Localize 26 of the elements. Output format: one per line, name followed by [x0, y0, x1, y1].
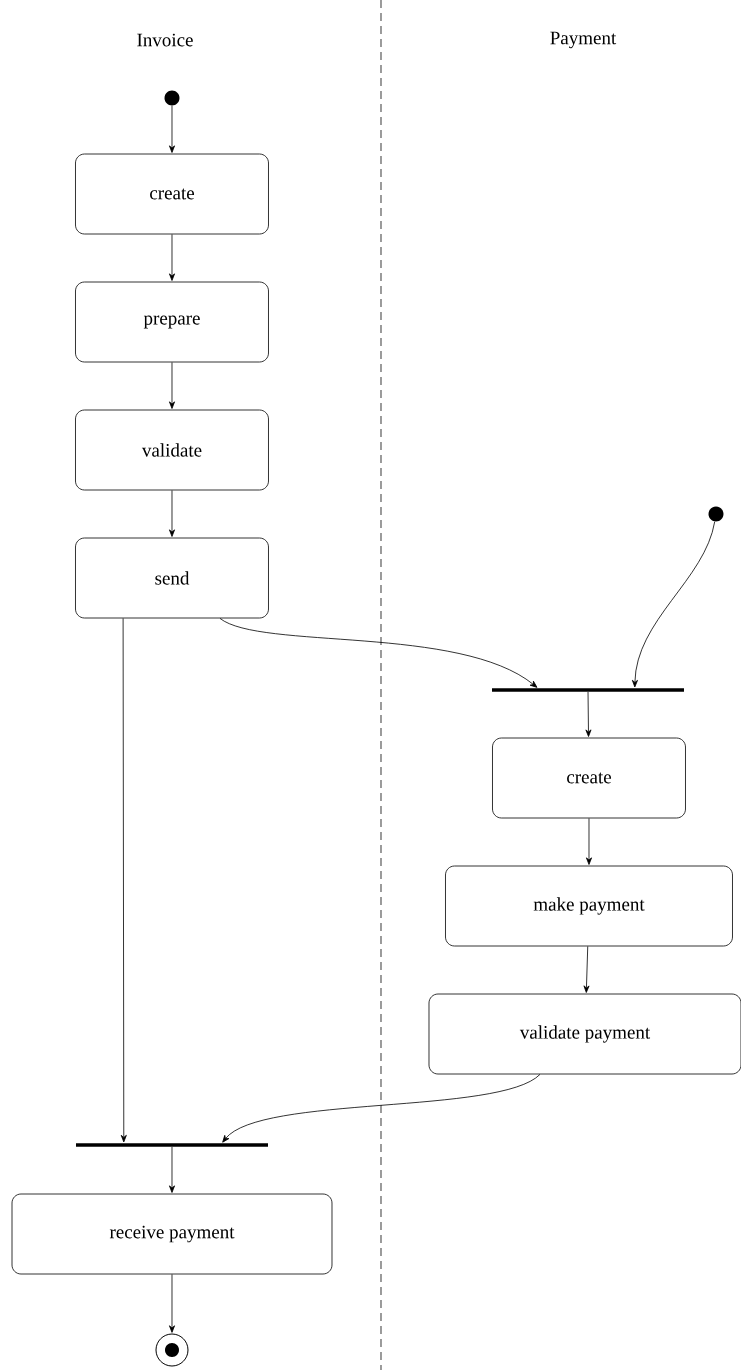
arrow: [586, 818, 592, 865]
arrow: [169, 105, 175, 153]
lane-heading: Invoice: [137, 33, 193, 47]
arrow: [583, 946, 590, 993]
action-box: receive payment: [11, 1193, 333, 1275]
action-box: send: [75, 537, 269, 619]
arrow: [169, 490, 175, 537]
start-dot: [164, 90, 180, 106]
arrow: [169, 362, 175, 409]
action-box: validate: [75, 409, 269, 491]
arrow: [219, 618, 538, 688]
arrow: [222, 1074, 541, 1143]
action-box: prepare: [75, 281, 269, 363]
arrow: [120, 618, 127, 1143]
arrow: [585, 691, 592, 737]
arrow: [169, 234, 175, 281]
end-bullseye: [155, 1333, 189, 1367]
action-box: create: [492, 737, 686, 819]
action-box: make payment: [445, 865, 733, 947]
action-box: create: [75, 153, 269, 235]
action-box: validate payment: [428, 993, 741, 1075]
arrow: [631, 521, 716, 688]
lane-heading: Payment: [550, 31, 617, 49]
start-dot: [708, 506, 724, 522]
arrow: [169, 1274, 175, 1333]
arrow: [169, 1146, 175, 1193]
